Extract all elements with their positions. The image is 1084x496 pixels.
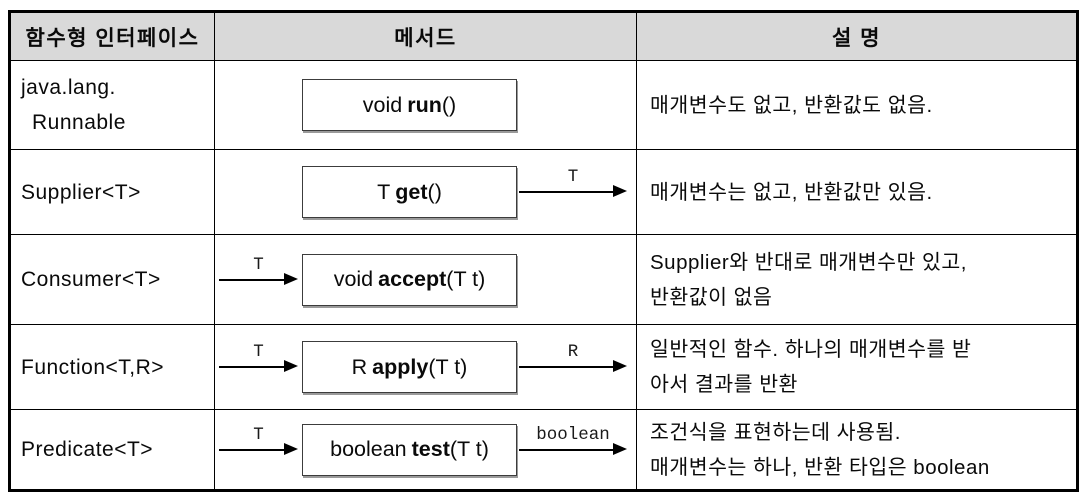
interface-name-line: Runnable bbox=[32, 111, 126, 134]
interface-name-cell: Consumer<T> bbox=[9, 234, 215, 325]
interface-name-cell: Supplier<T> bbox=[9, 149, 215, 235]
description-cell: Supplier와 반대로 매개변수만 있고, 반환값이 없음 bbox=[636, 234, 1078, 325]
return-type-label: void bbox=[362, 92, 403, 117]
description-line: 매개변수도 없고, 반환값도 없음. bbox=[650, 93, 933, 117]
interface-name-line: Consumer<T> bbox=[21, 268, 161, 291]
description-line: Supplier와 반대로 매개변수만 있고, bbox=[650, 250, 967, 274]
method-name-label: run bbox=[407, 92, 442, 117]
description-cell: 매개변수는 없고, 반환값만 있음. bbox=[636, 149, 1078, 235]
arrowhead-icon bbox=[613, 442, 627, 455]
arrowhead-icon bbox=[613, 360, 627, 372]
interface-name-cell: Function<T,R> bbox=[9, 324, 215, 410]
interface-name-line: Predicate<T> bbox=[21, 438, 154, 461]
output-type-label: R bbox=[567, 342, 579, 362]
arrow-line bbox=[519, 448, 617, 451]
return-type-label: boolean bbox=[330, 437, 407, 461]
arrow-line bbox=[519, 191, 617, 193]
description-cell: 조건식을 표현하는데 사용됨. 매개변수는 하나, 반환 타입은 boolean bbox=[636, 409, 1078, 491]
interface-name-line: Supplier<T> bbox=[21, 180, 141, 204]
interface-name-cell: Predicate<T> bbox=[9, 409, 215, 491]
functional-interfaces-table: 함수형 인터페이스 메서드 설 명 java.lang. Runnable void… bbox=[8, 10, 1079, 492]
return-type-label: void bbox=[333, 267, 374, 291]
description-line: 조건식을 표현하는데 사용됨. bbox=[650, 420, 901, 444]
input-type-label: T bbox=[253, 424, 264, 445]
header-row: 함수형 인터페이스 메서드 설 명 bbox=[9, 11, 1078, 61]
arrow-line bbox=[219, 448, 288, 451]
return-type-label: R bbox=[351, 354, 368, 379]
arrow-line bbox=[219, 366, 288, 368]
description-line: 매개변수는 없고, 반환값만 있음. bbox=[650, 180, 933, 204]
header-description: 설 명 bbox=[636, 11, 1078, 61]
arrowhead-icon bbox=[613, 185, 627, 197]
header-method: 메서드 bbox=[214, 11, 637, 61]
method-args-label: () bbox=[427, 179, 442, 204]
description-line: 매개변수는 하나, 반환 타입은 boolean bbox=[650, 455, 990, 479]
description-line: 일반적인 함수. 하나의 매개변수를 받 bbox=[650, 338, 972, 361]
method-args-label: () bbox=[441, 92, 457, 117]
arrowhead-icon bbox=[284, 442, 298, 455]
method-args-label: (T t) bbox=[428, 354, 468, 379]
input-type-label: T bbox=[253, 342, 264, 362]
arrow-line bbox=[219, 278, 288, 281]
interface-name-cell: java.lang. Runnable bbox=[9, 60, 215, 150]
method-name-label: test bbox=[411, 437, 450, 461]
functional-interfaces-table-wrap: 함수형 인터페이스 메서드 설 명 java.lang. Runnable void… bbox=[8, 10, 1079, 492]
method-name-label: get bbox=[395, 179, 428, 204]
method-args-label: (T t) bbox=[446, 267, 486, 291]
return-type-label: T bbox=[377, 179, 391, 204]
description-line: 반환값이 없음 bbox=[650, 285, 773, 309]
output-type-label: T bbox=[567, 167, 579, 187]
output-type-label: boolean bbox=[536, 424, 610, 445]
method-args-label: (T t) bbox=[449, 437, 489, 461]
interface-name-line: java.lang. bbox=[21, 76, 116, 99]
description-line: 아서 결과를 반환 bbox=[650, 373, 798, 396]
arrowhead-icon bbox=[284, 272, 298, 285]
header-interface: 함수형 인터페이스 bbox=[9, 11, 215, 61]
method-name-label: apply bbox=[372, 354, 429, 379]
arrow-line bbox=[519, 366, 617, 368]
input-type-label: T bbox=[253, 254, 264, 275]
interface-name-line: Function<T,R> bbox=[21, 355, 165, 379]
arrowhead-icon bbox=[284, 360, 298, 372]
method-name-label: accept bbox=[378, 267, 447, 291]
description-cell: 매개변수도 없고, 반환값도 없음. bbox=[636, 60, 1078, 150]
